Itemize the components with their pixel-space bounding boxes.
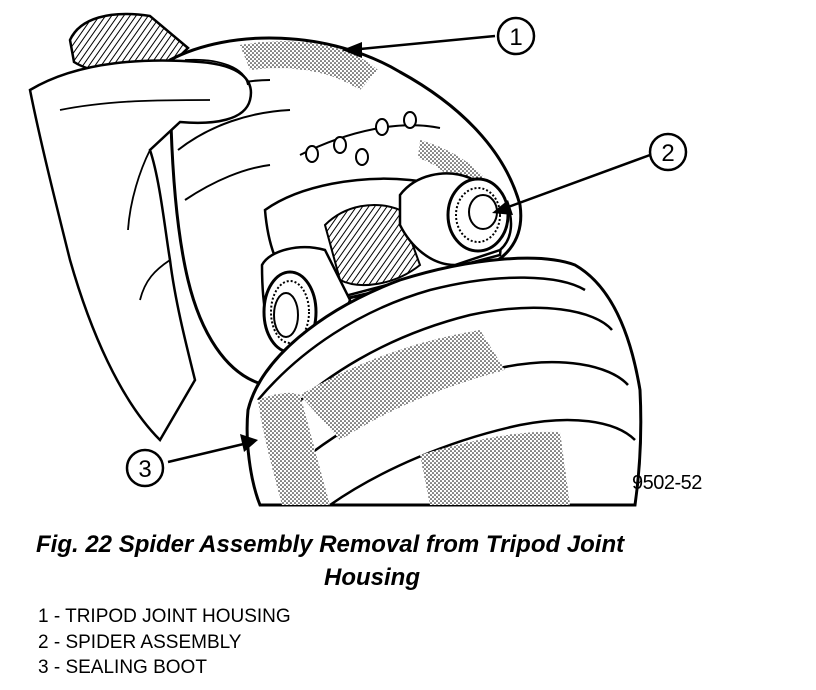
callout-1: 1 bbox=[342, 16, 536, 58]
sealing-boot bbox=[245, 256, 643, 507]
caption-line-1: Fig. 22 Spider Assembly Removal from Tri… bbox=[36, 531, 625, 558]
legend-item-1: 1 - TRIPOD JOINT HOUSING bbox=[38, 606, 291, 627]
hand bbox=[28, 58, 253, 443]
legend-item-2: 2 - SPIDER ASSEMBLY bbox=[38, 631, 242, 653]
figure-caption: Fig. 22 Spider Assembly Removal from Tri… bbox=[0, 528, 760, 594]
callout-3: 3 bbox=[125, 434, 258, 488]
callout-2: 2 bbox=[492, 132, 688, 215]
caption-line-2: Housing bbox=[324, 564, 420, 591]
callout-2-number: 2 bbox=[661, 140, 674, 167]
legend-item-3: 3 - SEALING BOOT bbox=[38, 657, 207, 678]
figure-id: 9502-52 bbox=[632, 472, 702, 494]
callout-3-number: 3 bbox=[138, 456, 151, 483]
spider-removal-illustration: 1 2 3 bbox=[28, 12, 688, 507]
callout-1-number: 1 bbox=[509, 24, 522, 51]
parts-legend: 1 - TRIPOD JOINT HOUSING 2 - SPIDER ASSE… bbox=[38, 604, 291, 681]
